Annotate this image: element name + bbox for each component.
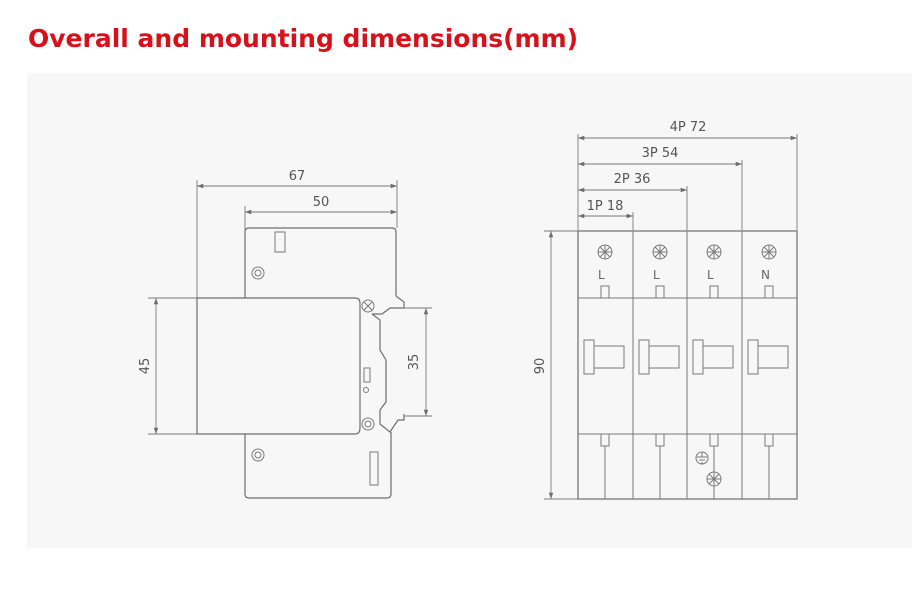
window-indicator <box>648 345 680 369</box>
upper-slot <box>274 231 286 253</box>
dim-label-35: 35 <box>407 354 422 371</box>
dim-label-4p: 4P 72 <box>670 120 707 135</box>
page-title: Overall and mounting dimensions(mm) <box>28 24 579 53</box>
upper-cap <box>244 227 397 298</box>
module-4: N <box>747 244 789 499</box>
front-view: 4P 72 3P 54 2P 36 1P 18 90 L <box>533 120 798 500</box>
lower-screw-icon <box>251 448 265 462</box>
lower-cap <box>244 432 392 499</box>
window-indicator <box>593 345 625 369</box>
module-2: L <box>638 244 680 499</box>
dim-label-1p: 1P 18 <box>587 199 624 214</box>
dim-label-45: 45 <box>138 358 153 375</box>
dim-label-90: 90 <box>533 358 548 375</box>
side-view: 67 50 45 35 <box>138 169 432 499</box>
dim-label-3p: 3P 54 <box>642 146 679 161</box>
dim-label-67: 67 <box>289 169 306 184</box>
drawing-panel <box>27 73 912 548</box>
top-screw-icon <box>361 299 375 313</box>
din-clip <box>371 295 405 433</box>
dim-label-2p: 2P 36 <box>614 172 651 187</box>
module-1: L <box>583 244 625 499</box>
bottom-screw-icon <box>361 417 375 431</box>
terminal-label: L <box>598 268 605 282</box>
dim-label-50: 50 <box>313 195 330 210</box>
main-body <box>196 297 361 435</box>
terminal-label: L <box>653 268 660 282</box>
lower-slot <box>369 451 379 486</box>
module-3: L <box>692 244 734 499</box>
window-indicator <box>702 345 734 369</box>
terminal-label: L <box>707 268 714 282</box>
clip-window <box>363 367 371 383</box>
terminal-label: N <box>761 268 770 282</box>
upper-screw-icon <box>251 266 265 280</box>
window-indicator <box>757 345 789 369</box>
